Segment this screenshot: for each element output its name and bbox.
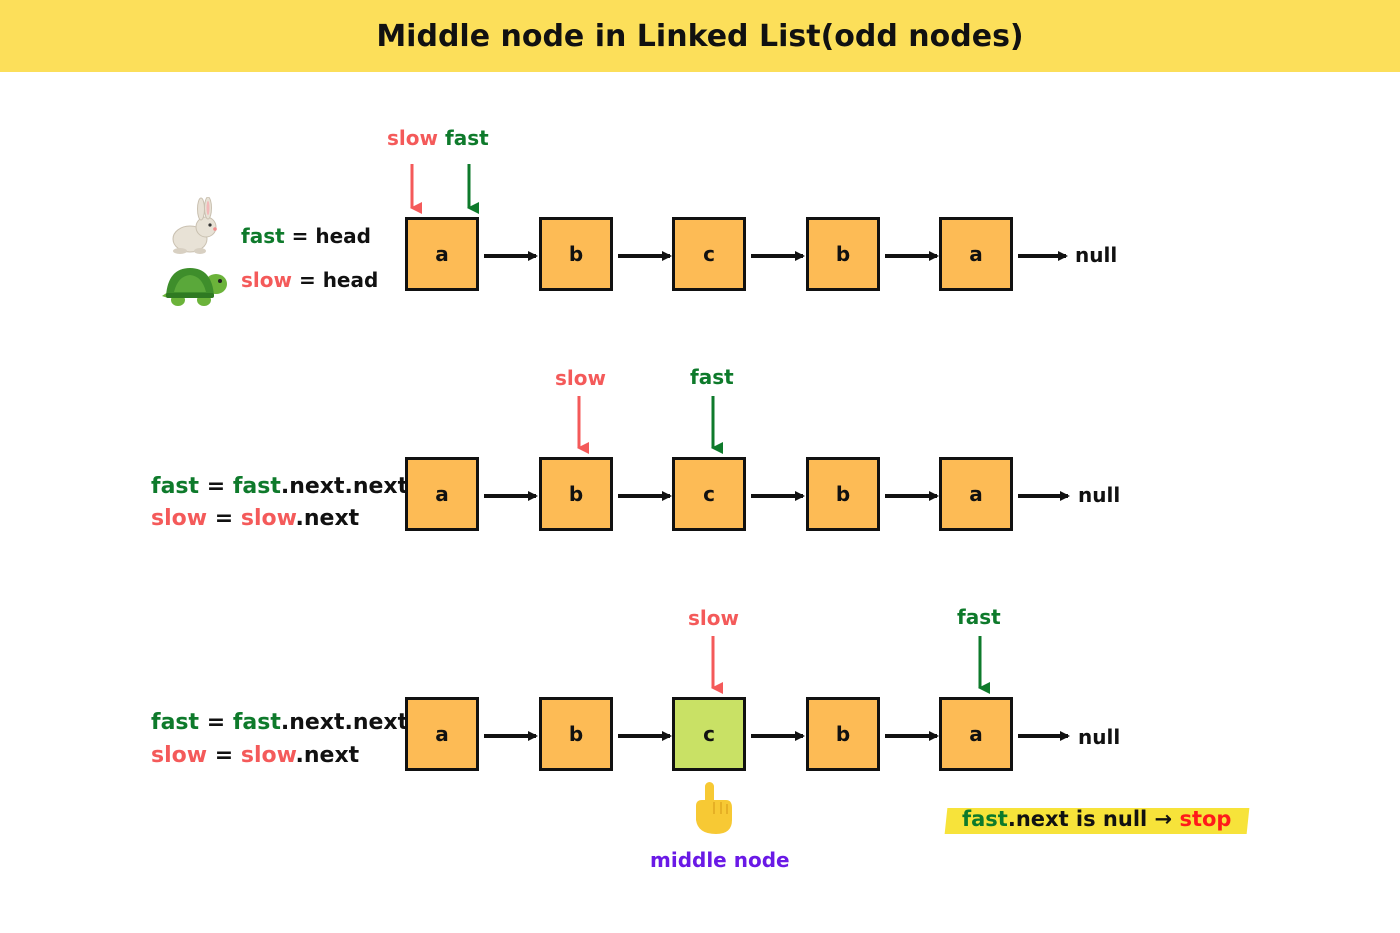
- row2-slow-assignment: slow = slow.next: [151, 506, 359, 531]
- next-next: .next.next: [280, 710, 409, 735]
- equals-sign: =: [206, 710, 226, 735]
- row2-slow-pointer-label: slow: [555, 366, 606, 390]
- fast-var: fast: [151, 710, 200, 735]
- row2-fast-pointer-label: fast: [690, 365, 734, 389]
- title-banner: Middle node in Linked List(odd nodes): [0, 0, 1400, 72]
- list-node: c: [672, 217, 746, 291]
- null-label: null: [1078, 483, 1121, 507]
- slow-var: slow: [151, 506, 208, 531]
- head-var: head: [315, 224, 371, 248]
- list-node: c: [672, 457, 746, 531]
- middle-node-label: middle node: [650, 848, 790, 872]
- null-label: null: [1078, 725, 1121, 749]
- list-node: a: [405, 457, 479, 531]
- row1-fast-pointer-label: fast: [445, 126, 489, 150]
- fast-var: fast: [232, 474, 281, 499]
- stop-word: stop: [1179, 807, 1232, 831]
- equals-sign: =: [214, 743, 234, 768]
- row3-slow-assignment: slow = slow.next: [151, 743, 359, 768]
- equals-sign: =: [298, 268, 316, 292]
- slow-var: slow: [240, 506, 296, 531]
- turtle-icon: [162, 268, 227, 306]
- rabbit-icon: [172, 197, 217, 254]
- next: .next: [295, 506, 360, 531]
- list-node: a: [939, 217, 1013, 291]
- equals-sign: =: [214, 506, 234, 531]
- stop-condition-text: .next is null →: [1007, 807, 1173, 831]
- null-label: null: [1075, 243, 1118, 267]
- list-node: b: [806, 217, 880, 291]
- list-node: b: [806, 457, 880, 531]
- row3-slow-pointer-label: slow: [688, 606, 739, 630]
- list-node: a: [405, 217, 479, 291]
- next: .next: [295, 743, 360, 768]
- stop-condition-note: fast.next is null → stop: [962, 807, 1231, 831]
- list-node: a: [939, 697, 1013, 771]
- slow-var: slow: [240, 743, 296, 768]
- equals-sign: =: [291, 224, 309, 248]
- slow-var: slow: [151, 743, 208, 768]
- list-node: b: [539, 457, 613, 531]
- list-node: b: [539, 697, 613, 771]
- next-next: .next.next: [280, 474, 409, 499]
- fast-var: fast: [241, 224, 285, 248]
- fast-var: fast: [151, 474, 200, 499]
- list-node: b: [806, 697, 880, 771]
- page-title: Middle node in Linked List(odd nodes): [376, 18, 1024, 54]
- row1-slow-assignment: slow = head: [241, 268, 378, 292]
- list-node: a: [405, 697, 479, 771]
- list-node: a: [939, 457, 1013, 531]
- equals-sign: =: [206, 474, 226, 499]
- row3-fast-pointer-label: fast: [957, 605, 1001, 629]
- list-node: b: [539, 217, 613, 291]
- slow-var: slow: [241, 268, 292, 292]
- row1-fast-assignment: fast = head: [241, 224, 371, 248]
- row3-fast-assignment: fast = fast.next.next: [151, 710, 408, 735]
- fast-var: fast: [232, 710, 281, 735]
- middle-list-node: c: [672, 697, 746, 771]
- fast-var: fast: [962, 807, 1008, 831]
- row2-fast-assignment: fast = fast.next.next: [151, 474, 408, 499]
- pointing-down-hand-icon: [696, 782, 732, 834]
- head-var: head: [322, 268, 379, 292]
- row1-slow-pointer-label: slow: [387, 126, 438, 150]
